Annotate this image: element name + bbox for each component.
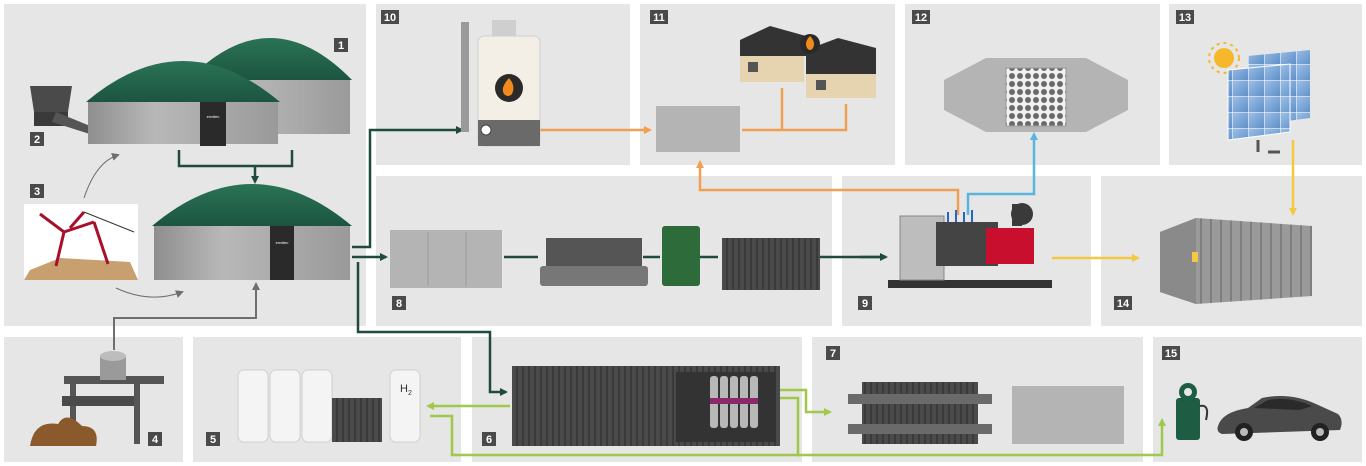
container-icon (1160, 218, 1312, 304)
charging-station-icon (1176, 383, 1209, 440)
svg-text:15: 15 (1165, 348, 1177, 360)
generator-icon (986, 203, 1034, 264)
filter-tank-icon (662, 226, 700, 286)
fuel-cell-group (848, 382, 1124, 444)
svg-text:11: 11 (653, 12, 665, 24)
chp-heat-line (696, 160, 960, 215)
badge-7: 7 (826, 346, 840, 360)
manure-pile-icon (30, 417, 97, 446)
agitator-icon (24, 204, 138, 280)
substrate-group (30, 351, 164, 446)
svg-text:2: 2 (34, 134, 40, 146)
electric-car-icon (1217, 396, 1342, 441)
exhaust-line (966, 132, 1038, 215)
heat-to-houses-line (742, 88, 848, 132)
svg-text:3: 3 (34, 186, 40, 198)
substrate-feed-line (113, 282, 260, 350)
houses-icon (740, 26, 876, 98)
svg-text:9: 9 (862, 298, 868, 310)
badge-6: 6 (482, 432, 496, 446)
badge-13: 13 (1176, 10, 1194, 24)
badge-5: 5 (206, 432, 220, 446)
digester-group: envitec envitec (24, 38, 352, 280)
biogas-to-boiler-line (352, 126, 464, 249)
biogas-to-electrolysis-line (356, 262, 508, 396)
feed-curve-lower (115, 287, 184, 298)
compressor-unit-icon (332, 398, 382, 442)
feed-curve-upper (83, 153, 120, 199)
digester-link-line (177, 150, 294, 182)
svg-text:10: 10 (384, 12, 396, 24)
electrolysis-group (512, 366, 780, 446)
badge-8: 8 (392, 296, 406, 310)
hydrogen-tanks-to-mobility-line (430, 414, 800, 457)
number-badges: 1 2 3 4 5 6 7 8 9 10 11 12 13 14 15 (30, 10, 1194, 446)
fuel-cell-stack-icon (862, 382, 978, 444)
sun-icon (1208, 42, 1240, 74)
svg-text:6: 6 (486, 434, 492, 446)
svg-text:7: 7 (830, 348, 836, 360)
catalyst-group (944, 58, 1128, 132)
badge-11: 11 (650, 10, 668, 24)
svg-text:5: 5 (210, 434, 216, 446)
boiler-group (461, 20, 541, 147)
svg-text:4: 4 (152, 434, 159, 446)
badge-9: 9 (858, 296, 872, 310)
gas-upgrading-group (390, 226, 820, 290)
badge-12: 12 (912, 10, 930, 24)
h2-tank-icon (389, 369, 421, 443)
battery-storage-group (1160, 218, 1312, 304)
chp-group (888, 203, 1052, 288)
heat-users-group (656, 26, 876, 152)
main-digester-brand-label: envitec (276, 240, 289, 245)
dryer-unit-icon (540, 238, 648, 286)
hydrogen-storage-group: H2 (237, 369, 421, 443)
svg-text:12: 12 (915, 12, 927, 24)
chimney-icon (461, 22, 469, 132)
digester-brand-label: envitec (207, 114, 220, 119)
fuel-cell-cabinet-icon (1012, 386, 1124, 444)
badge-4: 4 (148, 432, 162, 446)
honeycomb-icon (1005, 67, 1067, 127)
badge-15: 15 (1162, 346, 1180, 360)
badge-2: 2 (30, 132, 44, 146)
badge-14: 14 (1114, 296, 1132, 310)
svg-text:13: 13 (1179, 12, 1191, 24)
gas-container-icon (722, 238, 820, 290)
gas-cylinders-icon (710, 376, 758, 428)
solar-group (1208, 42, 1310, 154)
mobility-group (1176, 383, 1342, 441)
heat-storage-icon (656, 106, 740, 152)
gas-cabinet-icon (390, 230, 502, 288)
svg-text:1: 1 (338, 40, 344, 52)
svg-text:14: 14 (1117, 298, 1130, 310)
badge-3: 3 (30, 184, 44, 198)
hydrogen-to-fuelcell-line (780, 388, 832, 416)
badge-1: 1 (334, 38, 348, 52)
svg-text:8: 8 (396, 298, 402, 310)
badge-10: 10 (381, 10, 399, 24)
h2-label: H2 (400, 383, 412, 397)
connection-lines (83, 88, 1297, 457)
front-digester-icon: envitec (86, 61, 280, 146)
main-digester-icon: envitec (152, 184, 352, 280)
storage-tank-icon (237, 369, 333, 443)
